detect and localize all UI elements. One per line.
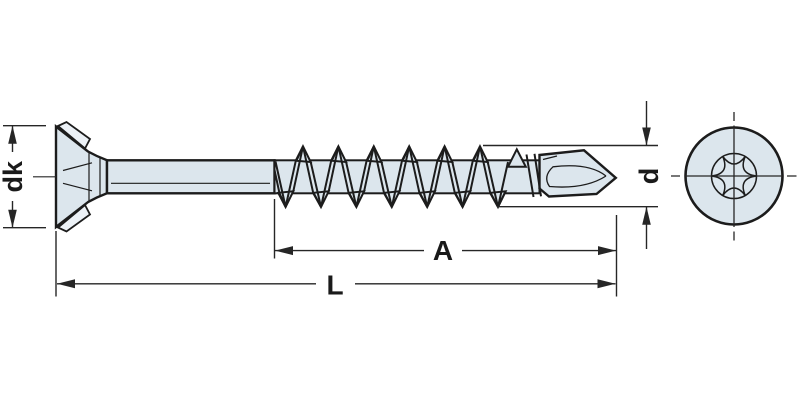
head-facet-lines xyxy=(62,152,101,202)
dimension-lines xyxy=(3,101,658,297)
arrowhead-left xyxy=(57,279,75,289)
dk-label: dk xyxy=(0,160,28,192)
extension-line xyxy=(483,144,658,208)
dimension-a xyxy=(273,199,618,297)
arrowhead-down xyxy=(642,127,651,146)
drill-flute-lines xyxy=(542,155,607,188)
arrowhead-up xyxy=(642,206,651,225)
top-view-centerlines xyxy=(671,112,797,241)
arrowhead-right xyxy=(598,246,616,256)
l-label: L xyxy=(326,270,343,301)
head-chamfer-top xyxy=(56,120,92,150)
screw-side-view xyxy=(54,120,618,233)
a-label: A xyxy=(433,235,453,266)
arrowhead-up xyxy=(8,125,17,144)
arrowhead-left xyxy=(275,246,293,256)
d-label: d xyxy=(634,168,664,185)
dimension-labels: dk d A L xyxy=(0,160,664,300)
arrowhead-down xyxy=(8,209,17,228)
extension-line xyxy=(3,125,46,229)
arrowheads xyxy=(8,125,651,289)
head-chamfers xyxy=(56,120,92,233)
screw-head-top-view xyxy=(671,112,797,241)
extension-line xyxy=(273,199,618,297)
dimension-l xyxy=(55,231,616,297)
screw-body-fills xyxy=(54,124,618,230)
dimension-dk xyxy=(3,125,56,229)
thread-flanks xyxy=(273,145,542,208)
head-chamfer-bottom xyxy=(56,203,92,233)
reamer-wing xyxy=(506,147,528,168)
screw-shank xyxy=(105,159,276,195)
arrowhead-right xyxy=(597,279,616,289)
